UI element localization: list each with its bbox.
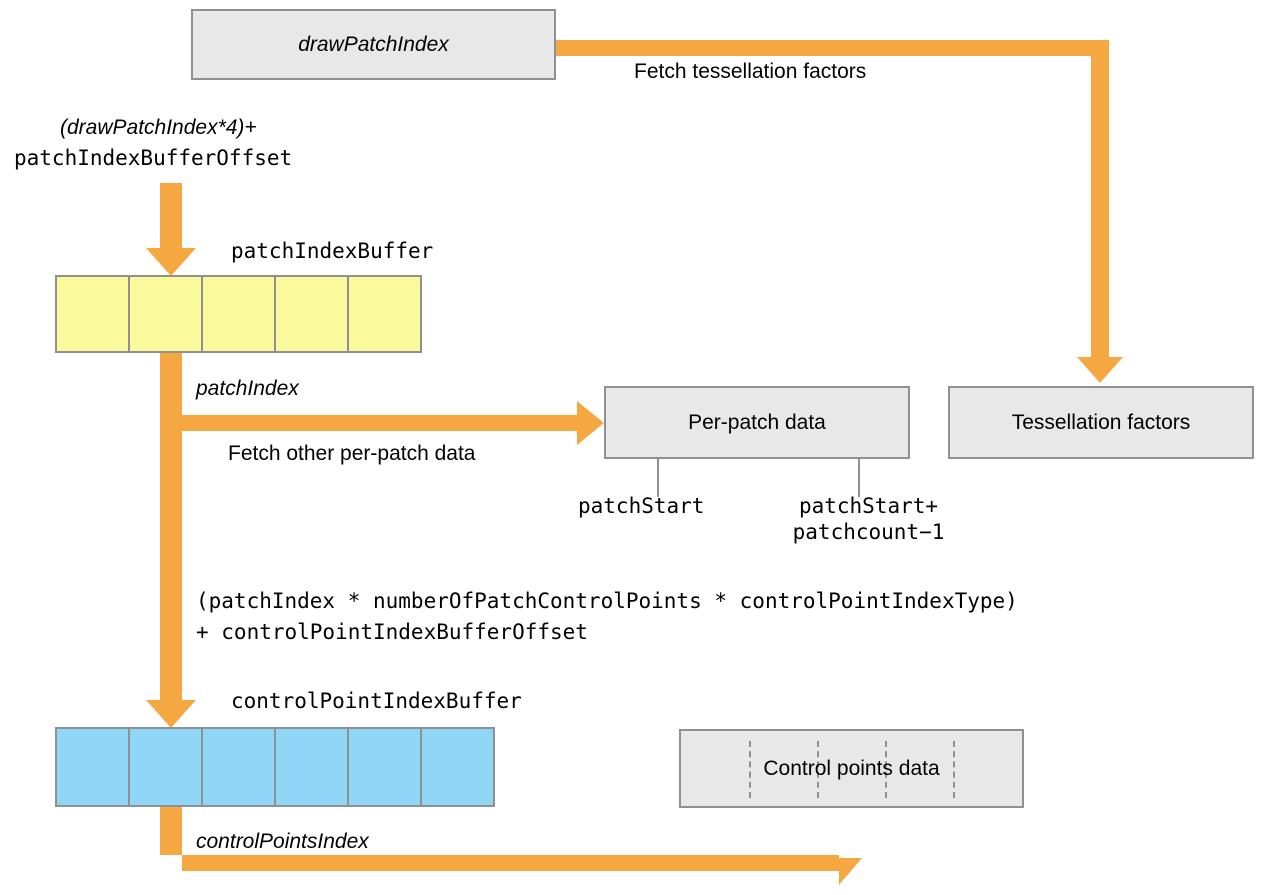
label-patch-end-line2: patchcount−1 (792, 520, 945, 544)
arrow-into-patch-index-buffer (146, 183, 196, 276)
label-patch-index-offset-line2: patchIndexBufferOffset (14, 146, 293, 170)
label-fetch-tessellation-factors: Fetch tessellation factors (634, 60, 867, 83)
buffer-cell[interactable] (276, 729, 349, 805)
label-patch-index-offset-line1: (drawPatchIndex*4)+ (60, 116, 257, 139)
arrow-fetch-other-per-patch-data (171, 401, 604, 445)
buffer-cell[interactable] (130, 729, 203, 805)
buffer-cell[interactable] (349, 277, 420, 351)
arrow-patch-index-trunk (146, 352, 196, 728)
tick-patch-end (858, 459, 860, 497)
buffer-cell[interactable] (203, 277, 276, 351)
control-points-divider-1 (749, 741, 751, 798)
label-control-point-index-buffer: controlPointIndexBuffer (231, 689, 522, 713)
buffer-cell[interactable] (57, 729, 130, 805)
buffer-patch-index[interactable] (55, 275, 422, 353)
buffer-cell[interactable] (349, 729, 422, 805)
box-tessellation-factors[interactable]: Tessellation factors (948, 386, 1254, 459)
box-control-points-data[interactable]: Control points data (679, 729, 1024, 808)
label-patch-index-buffer: patchIndexBuffer (231, 239, 434, 263)
label-control-point-offset-line2: + controlPointIndexBufferOffset (196, 620, 588, 644)
label-patch-end-line1: patchStart+ (798, 494, 939, 518)
buffer-cell[interactable] (57, 277, 130, 351)
buffer-cell[interactable] (203, 729, 276, 805)
buffer-cell[interactable] (276, 277, 349, 351)
label-control-points-index: controlPointsIndex (196, 830, 369, 853)
label-patch-index: patchIndex (196, 377, 299, 400)
arrow-control-points-index (160, 806, 862, 885)
control-points-divider-2 (817, 741, 819, 798)
buffer-cell[interactable] (422, 729, 493, 805)
label-control-point-offset-line1: (patchIndex * numberOfPatchControlPoints… (196, 589, 1018, 613)
control-points-divider-3 (885, 741, 887, 798)
box-draw-patch-index-label: drawPatchIndex (298, 32, 449, 56)
control-points-divider-4 (953, 741, 955, 798)
box-control-points-data-label: Control points data (763, 756, 940, 780)
label-patch-start: patchStart (578, 494, 705, 518)
box-draw-patch-index[interactable]: drawPatchIndex (191, 9, 556, 80)
buffer-cell[interactable] (130, 277, 203, 351)
label-fetch-other-per-patch-data: Fetch other per-patch data (228, 442, 476, 465)
box-per-patch-data-label: Per-patch data (688, 410, 826, 434)
buffer-control-point-index[interactable] (55, 727, 495, 807)
box-per-patch-data[interactable]: Per-patch data (604, 386, 910, 459)
arrow-fetch-tessellation-factors (556, 40, 1123, 383)
tick-patch-start (657, 459, 659, 497)
box-tessellation-factors-label: Tessellation factors (1011, 410, 1191, 434)
